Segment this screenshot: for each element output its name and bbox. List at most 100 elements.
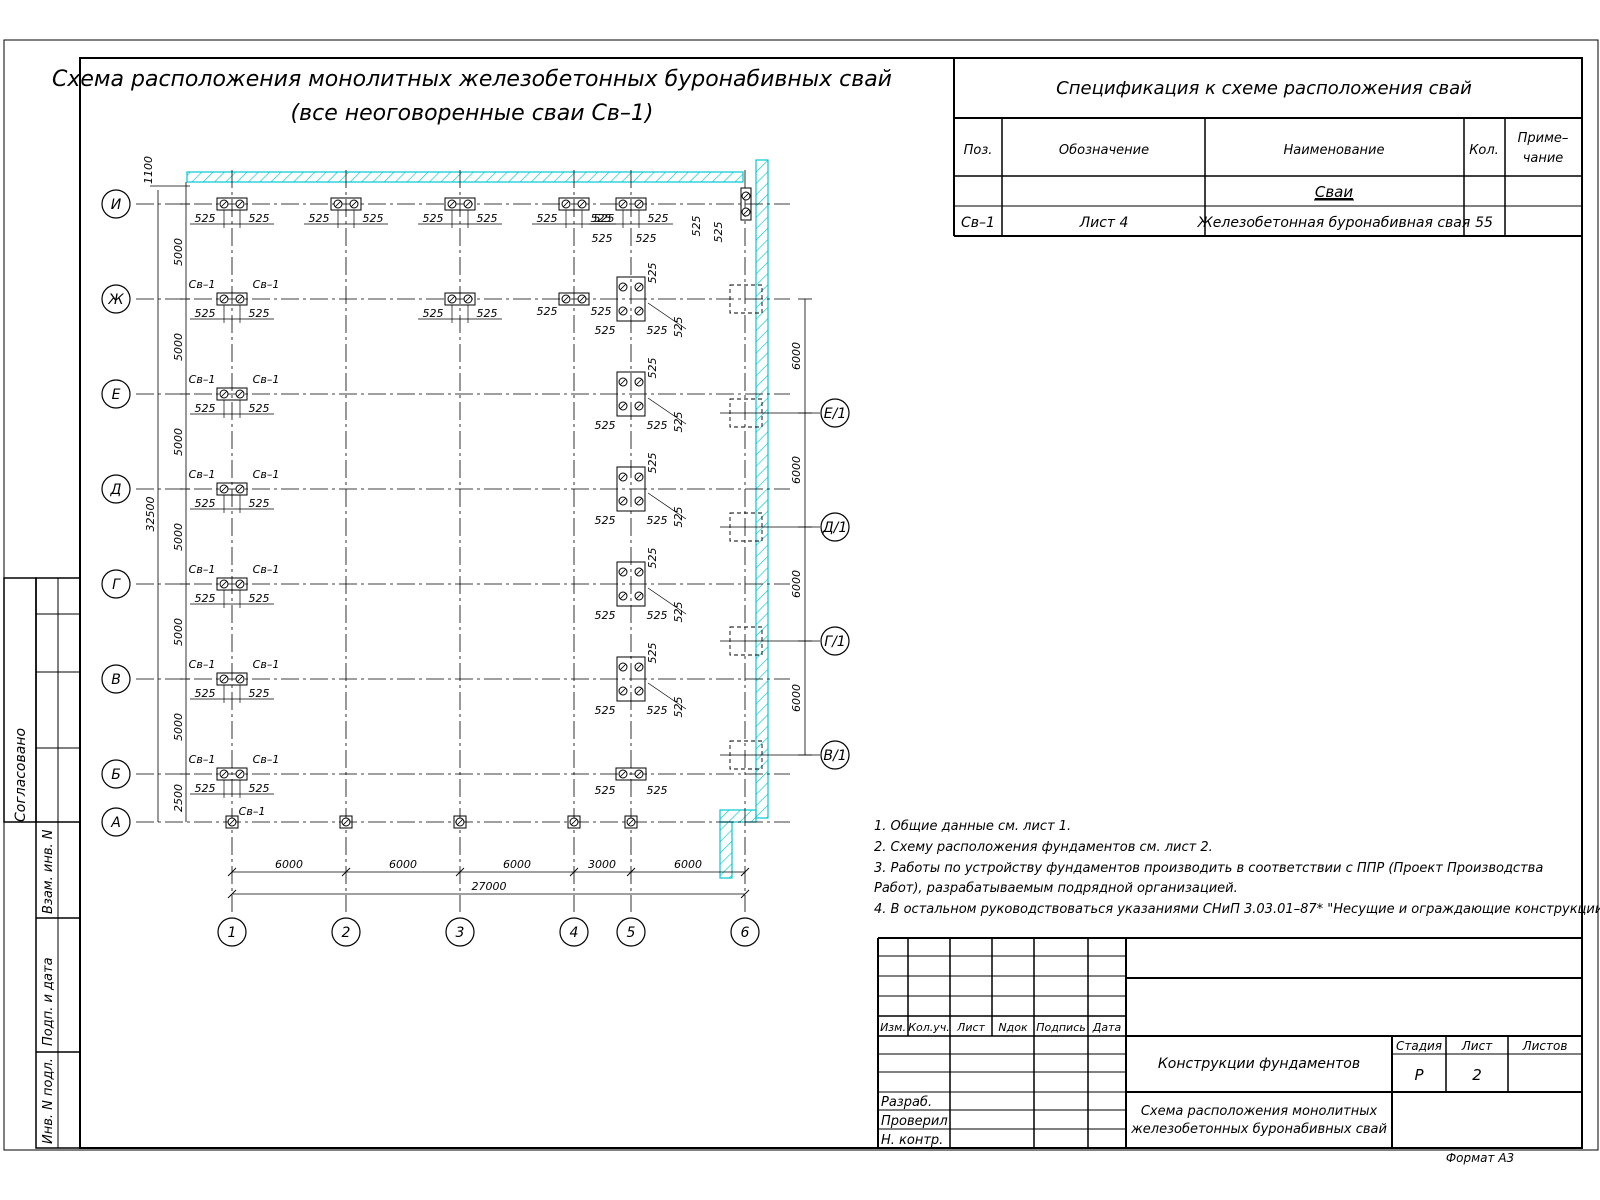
wall-pile-cap-0 (729, 284, 763, 314)
dim-quad-v1-r5: 525 (646, 643, 659, 664)
pile-pair-c1-r4-pile-a-mark (220, 580, 228, 588)
axis-col-5-label: 6 (741, 925, 750, 941)
pile-pair-I-0-pile-b-mark (236, 200, 244, 208)
dim-c1-r6-l: 525 (195, 782, 216, 795)
wall-pile-cap-1 (729, 398, 763, 428)
pile-pair-I-2-pile-a-mark (448, 200, 456, 208)
side-inv-label: Инв. N подл. (41, 1058, 56, 1144)
stamp-h-ndok: Nдок (998, 1021, 1028, 1034)
spec-col-qty: Кол. (1469, 143, 1499, 158)
pile-pair-I-2-pile-b-mark (464, 200, 472, 208)
axis-row-1-label: Ж (107, 292, 124, 308)
pile-pair-c1-r3-pile-b-mark (236, 485, 244, 493)
axis-col-3-bubble (559, 917, 589, 947)
spec-col-note-1: Приме– (1518, 131, 1569, 146)
pile-pair-c1-r3-pile-a-mark (220, 485, 228, 493)
dim-I-3-l: 525 (537, 212, 558, 225)
dim-quad-r-r4: 525 (647, 609, 668, 622)
dim-c1-r3-l: 525 (195, 497, 216, 510)
pile-pair-I-4-cap (615, 197, 647, 211)
pile-quad-c5-r4-pile-c-mark (619, 592, 627, 600)
pile-quad-c5-r5-cap (616, 656, 646, 702)
dim-corner-b: 525 (712, 222, 725, 243)
axis-row-0-bubble (101, 189, 131, 219)
pile-pair-c1-r1-pile-b-mark (236, 295, 244, 303)
pile-quad-c5-r3-pile-a-mark (619, 473, 627, 481)
axis-row-3-label: Д (110, 482, 122, 498)
pile-quad-c5-r3-pile-d-mark (635, 497, 643, 505)
dim-quad-r-r1: 525 (647, 324, 668, 337)
pile-single-A-0-mark (228, 818, 236, 826)
axis-sub-1-label: Д/1 (822, 520, 848, 536)
dim-left-5: 5000 (172, 713, 185, 741)
axis-row-6-bubble (101, 759, 131, 789)
pile-quad-c5-r3-pile-c-mark (619, 497, 627, 505)
pile-pair-I-4-pile-a-mark (619, 200, 627, 208)
pile-quad-c5-r1-pile-a-mark (619, 283, 627, 291)
spec-table: Спецификация к схеме расположения свай П… (953, 58, 1582, 237)
pile-single-A-cap-4 (624, 815, 638, 829)
pile-single-A-1-mark (342, 818, 350, 826)
axis-row-6-label: Б (111, 767, 121, 783)
mark-c1-right-r2: Св–1 (253, 373, 280, 386)
pile-pair-I-1-cap (330, 197, 362, 211)
mark-c1-right-r5: Св–1 (253, 658, 280, 671)
pile-pair-c1-r1-cap (216, 292, 248, 306)
axis-sub-3-bubble (820, 740, 850, 770)
dim-quad-v1-r4: 525 (646, 548, 659, 569)
pile-quad-c5-r5-pile-d-mark (635, 687, 643, 695)
axis-sub-2-label: Г/1 (824, 634, 845, 650)
mark-A-1: Св–1 (239, 805, 266, 818)
title-block: Изм. Кол.уч. Лист Nдок Подпись Дата Разр… (877, 937, 1582, 1165)
axis-col-0-label: 1 (228, 925, 237, 941)
stamp-h-data: Дата (1092, 1021, 1122, 1034)
dim-I-3-r: 525 (591, 212, 612, 225)
dim-Zh-3-r: 525 (477, 307, 498, 320)
mark-c1-left-r1: Св–1 (189, 278, 216, 291)
dim-c1-r5-r: 525 (249, 687, 270, 700)
pile-quad-c5-r1-pile-d-mark (635, 307, 643, 315)
pile-pair-Zh-4-pile-b-mark (578, 295, 586, 303)
dim-quad-l-r2: 525 (595, 419, 616, 432)
dim-c1-r1-l: 525 (195, 307, 216, 320)
mark-c1-right-r1: Св–1 (253, 278, 280, 291)
axis-col-2-label: 3 (456, 925, 465, 941)
stamp-sheet-title-2: железобетонных буронабивных свай (1130, 1122, 1387, 1137)
general-notes: 1. Общие данные см. лист 1. 2. Схему рас… (874, 819, 1600, 917)
axis-sub-1-bubble (820, 512, 850, 542)
dim-left-1: 5000 (172, 333, 185, 361)
wall-corner (719, 809, 757, 823)
spec-row-qty: 55 (1475, 215, 1493, 231)
pile-pair-I-1-pile-a-mark (334, 200, 342, 208)
dim-c1-r1-r: 525 (249, 307, 270, 320)
drawing-subtitle: (все неоговоренные сваи Св–1) (291, 101, 654, 126)
dim-left-0: 5000 (172, 238, 185, 266)
dim-left-3: 5000 (172, 523, 185, 551)
dim-I-0-r: 525 (249, 212, 270, 225)
dim-I-5-low-l: 525 (636, 232, 657, 245)
spec-col-pos: Поз. (964, 143, 993, 158)
pile-single-A-4-mark (627, 818, 635, 826)
pile-quad-c5-r5-pile-a-mark (619, 663, 627, 671)
dim-bottom-tick-5 (740, 867, 750, 877)
note-4: 4. В остальном руководствоваться указани… (874, 902, 1600, 917)
axis-col-0-bubble (217, 917, 247, 947)
side-vzam-label: Взам. инв. N (41, 829, 56, 914)
pile-pair-c1-r2-cap (216, 387, 248, 401)
dim-B-5-l: 525 (595, 784, 616, 797)
mark-c1-right-r3: Св–1 (253, 468, 280, 481)
dim-quad-v1-r1: 525 (646, 263, 659, 284)
pile-pair-c1-r6-pile-a-mark (220, 770, 228, 778)
pile-corner-b-mark (742, 208, 750, 216)
pile-single-A-cap-1 (339, 815, 353, 829)
spec-col-name: Наименование (1283, 143, 1384, 158)
stamp-sheet-title-1: Схема расположения монолитных (1141, 1104, 1378, 1119)
stamp-sheets-label: Листов (1522, 1039, 1568, 1053)
pile-pair-c1-r2-pile-b-mark (236, 390, 244, 398)
spec-col-note-2: чание (1523, 151, 1564, 166)
pile-quad-c5-r2-pile-a-mark (619, 378, 627, 386)
pile-pair-I-2-cap (444, 197, 476, 211)
dim-bottom-3: 3000 (588, 858, 616, 871)
pile-pair-B-5-pile-a-mark (619, 770, 627, 778)
